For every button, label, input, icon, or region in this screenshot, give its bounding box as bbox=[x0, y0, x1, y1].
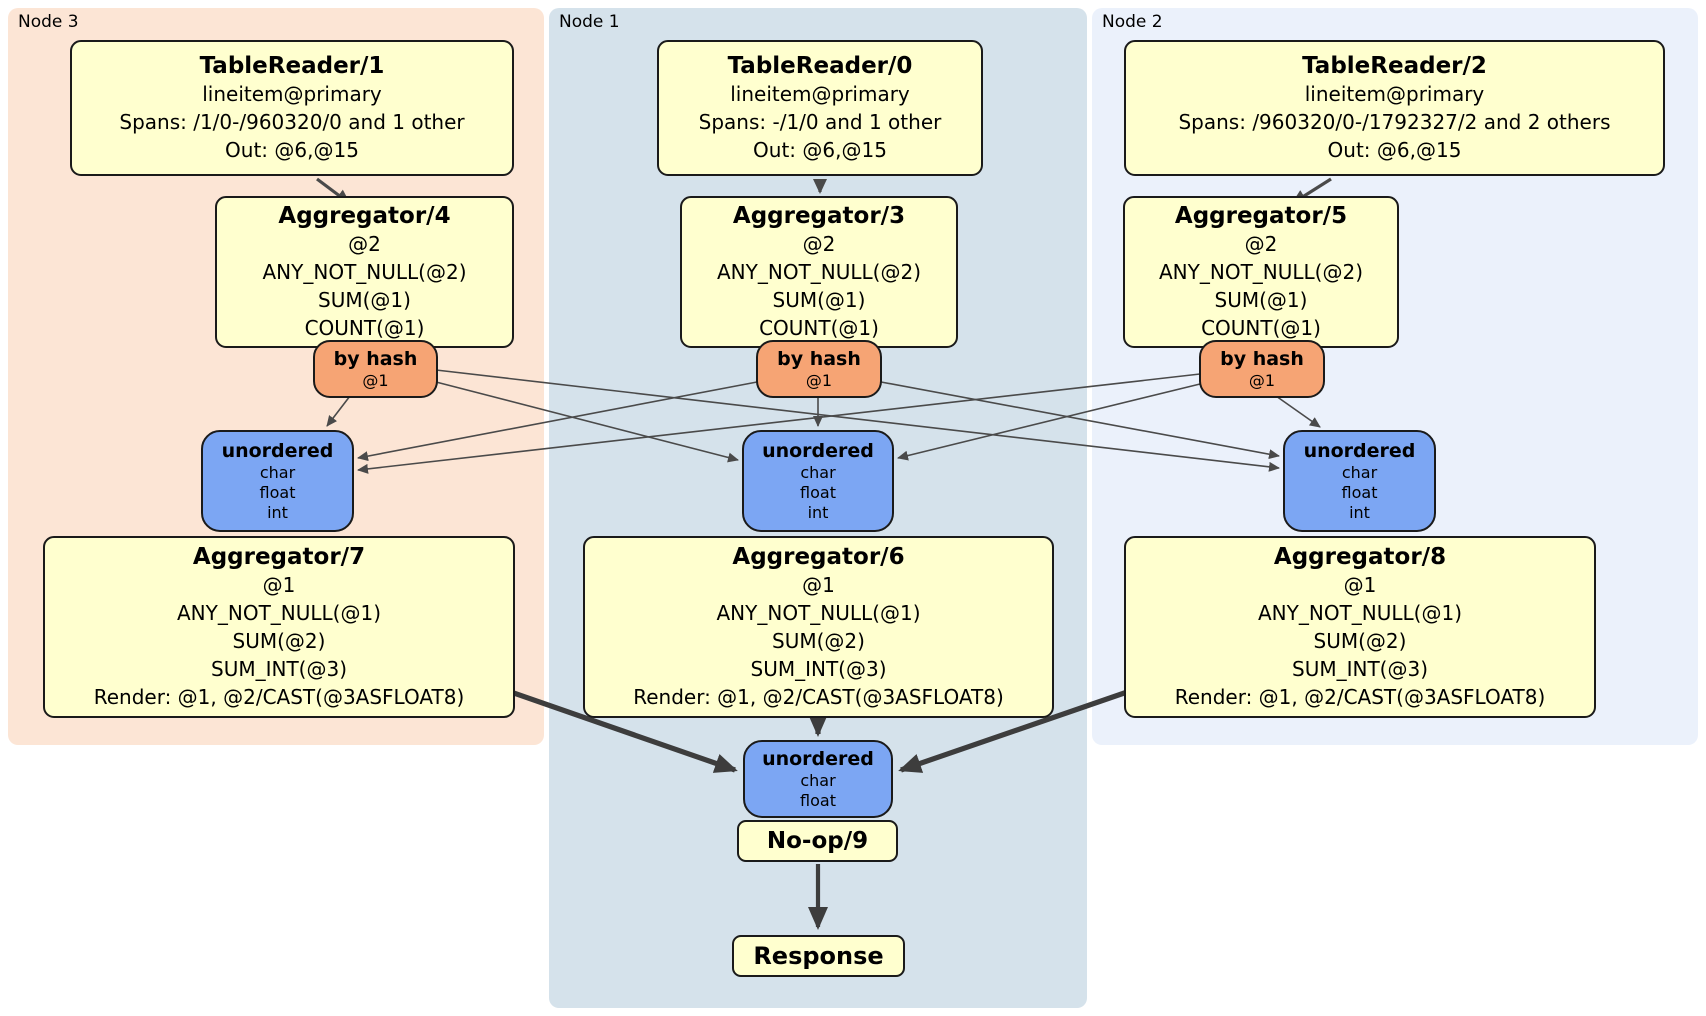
final-sync-col-char: char bbox=[800, 770, 836, 790]
aggregator-8-fn1: ANY_NOT_NULL(@1) bbox=[1258, 601, 1462, 625]
node1-sync-title: unordered bbox=[762, 439, 874, 462]
final-sync-col-float: float bbox=[800, 790, 836, 810]
aggregator-3: Aggregator/3 @2 ANY_NOT_NULL(@2) SUM(@1)… bbox=[680, 196, 958, 348]
node2-label: Node 2 bbox=[1102, 12, 1163, 32]
node3-hash-router-title: by hash bbox=[333, 347, 418, 370]
response-title: Response bbox=[753, 942, 884, 970]
noop-9: No-op/9 bbox=[737, 820, 898, 862]
aggregator-6-fn3: SUM_INT(@3) bbox=[750, 657, 887, 681]
node2-sync-col-float: float bbox=[1341, 482, 1378, 502]
aggregator-5-fn2: SUM(@1) bbox=[1214, 288, 1308, 312]
tablereader-1-spans: Spans: /1/0-/960320/0 and 1 other bbox=[119, 110, 465, 134]
node1-sync-col-int: int bbox=[807, 502, 829, 522]
node3-unordered-sync: unordered char float int bbox=[201, 430, 354, 532]
node3-sync-col-char: char bbox=[259, 462, 296, 482]
aggregator-7: Aggregator/7 @1 ANY_NOT_NULL(@1) SUM(@2)… bbox=[43, 536, 515, 718]
tablereader-0-out: Out: @6,@15 bbox=[753, 138, 887, 162]
tablereader-1-title: TableReader/1 bbox=[199, 53, 385, 79]
aggregator-3-fn3: COUNT(@1) bbox=[759, 316, 879, 340]
aggregator-3-group: @2 bbox=[802, 232, 836, 256]
tablereader-2-index: lineitem@primary bbox=[1304, 82, 1485, 106]
aggregator-3-fn2: SUM(@1) bbox=[772, 288, 866, 312]
node1-hash-router: by hash @1 bbox=[756, 340, 882, 398]
aggregator-3-fn1: ANY_NOT_NULL(@2) bbox=[717, 260, 921, 284]
noop-9-title: No-op/9 bbox=[766, 828, 869, 854]
node2-sync-col-char: char bbox=[1341, 462, 1378, 482]
aggregator-6: Aggregator/6 @1 ANY_NOT_NULL(@1) SUM(@2)… bbox=[583, 536, 1054, 718]
node3-hash-router: by hash @1 bbox=[313, 340, 438, 398]
final-unordered-sync: unordered char float bbox=[743, 740, 893, 818]
node2-hash-router: by hash @1 bbox=[1199, 340, 1325, 398]
aggregator-3-title: Aggregator/3 bbox=[732, 203, 906, 229]
aggregator-4-fn3: COUNT(@1) bbox=[304, 316, 425, 340]
tablereader-0-index: lineitem@primary bbox=[730, 82, 910, 106]
tablereader-1-out: Out: @6,@15 bbox=[225, 138, 359, 162]
node3-hash-router-key: @1 bbox=[362, 370, 389, 390]
aggregator-8-title: Aggregator/8 bbox=[1273, 544, 1447, 570]
aggregator-7-fn1: ANY_NOT_NULL(@1) bbox=[177, 601, 381, 625]
aggregator-5-title: Aggregator/5 bbox=[1174, 203, 1348, 229]
node2-hash-router-key: @1 bbox=[1248, 370, 1276, 390]
aggregator-4-group: @2 bbox=[348, 232, 381, 256]
aggregator-4-fn1: ANY_NOT_NULL(@2) bbox=[262, 260, 467, 284]
node2-unordered-sync: unordered char float int bbox=[1283, 430, 1436, 532]
tablereader-0: TableReader/0 lineitem@primary Spans: -/… bbox=[657, 40, 983, 176]
tablereader-1-index: lineitem@primary bbox=[202, 82, 382, 106]
aggregator-6-render: Render: @1, @2/CAST(@3ASFLOAT8) bbox=[633, 685, 1004, 709]
node3-sync-col-int: int bbox=[267, 502, 288, 522]
aggregator-4-fn2: SUM(@1) bbox=[318, 288, 411, 312]
aggregator-5: Aggregator/5 @2 ANY_NOT_NULL(@2) SUM(@1)… bbox=[1123, 196, 1399, 348]
aggregator-6-fn1: ANY_NOT_NULL(@1) bbox=[716, 601, 921, 625]
node1-unordered-sync: unordered char float int bbox=[742, 430, 894, 532]
aggregator-5-fn1: ANY_NOT_NULL(@2) bbox=[1159, 260, 1363, 284]
aggregator-7-fn2: SUM(@2) bbox=[232, 629, 326, 653]
node3-sync-col-float: float bbox=[259, 482, 296, 502]
aggregator-7-fn3: SUM_INT(@3) bbox=[211, 657, 347, 681]
aggregator-6-fn2: SUM(@2) bbox=[772, 629, 865, 653]
node1-hash-router-key: @1 bbox=[805, 370, 833, 390]
aggregator-8-render: Render: @1, @2/CAST(@3ASFLOAT8) bbox=[1174, 685, 1546, 709]
node3-sync-title: unordered bbox=[221, 439, 334, 462]
tablereader-2-out: Out: @6,@15 bbox=[1327, 138, 1462, 162]
aggregator-5-fn3: COUNT(@1) bbox=[1201, 316, 1321, 340]
aggregator-8: Aggregator/8 @1 ANY_NOT_NULL(@1) SUM(@2)… bbox=[1124, 536, 1596, 718]
aggregator-8-fn2: SUM(@2) bbox=[1313, 629, 1407, 653]
node1-sync-col-char: char bbox=[800, 462, 836, 482]
aggregator-7-title: Aggregator/7 bbox=[192, 544, 366, 570]
node1-hash-router-title: by hash bbox=[777, 347, 861, 370]
aggregator-6-group: @1 bbox=[802, 573, 835, 597]
tablereader-0-title: TableReader/0 bbox=[727, 53, 913, 79]
tablereader-1: TableReader/1 lineitem@primary Spans: /1… bbox=[70, 40, 514, 176]
aggregator-4: Aggregator/4 @2 ANY_NOT_NULL(@2) SUM(@1)… bbox=[215, 196, 514, 348]
node2-sync-title: unordered bbox=[1303, 439, 1416, 462]
aggregator-7-render: Render: @1, @2/CAST(@3ASFLOAT8) bbox=[93, 685, 465, 709]
aggregator-5-group: @2 bbox=[1244, 232, 1278, 256]
aggregator-8-group: @1 bbox=[1343, 573, 1377, 597]
node1-label: Node 1 bbox=[559, 12, 620, 32]
tablereader-0-spans: Spans: -/1/0 and 1 other bbox=[698, 110, 942, 134]
node2-hash-router-title: by hash bbox=[1220, 347, 1304, 370]
tablereader-2: TableReader/2 lineitem@primary Spans: /9… bbox=[1124, 40, 1665, 176]
aggregator-6-title: Aggregator/6 bbox=[732, 544, 905, 570]
aggregator-7-group: @1 bbox=[262, 573, 296, 597]
response: Response bbox=[732, 935, 905, 977]
tablereader-2-spans: Spans: /960320/0-/1792327/2 and 2 others bbox=[1178, 110, 1611, 134]
node1-sync-col-float: float bbox=[800, 482, 836, 502]
aggregator-4-title: Aggregator/4 bbox=[278, 203, 451, 229]
node2-sync-col-int: int bbox=[1349, 502, 1370, 522]
node3-label: Node 3 bbox=[18, 12, 79, 32]
final-sync-title: unordered bbox=[762, 747, 874, 770]
aggregator-8-fn3: SUM_INT(@3) bbox=[1292, 657, 1428, 681]
tablereader-2-title: TableReader/2 bbox=[1302, 53, 1487, 79]
